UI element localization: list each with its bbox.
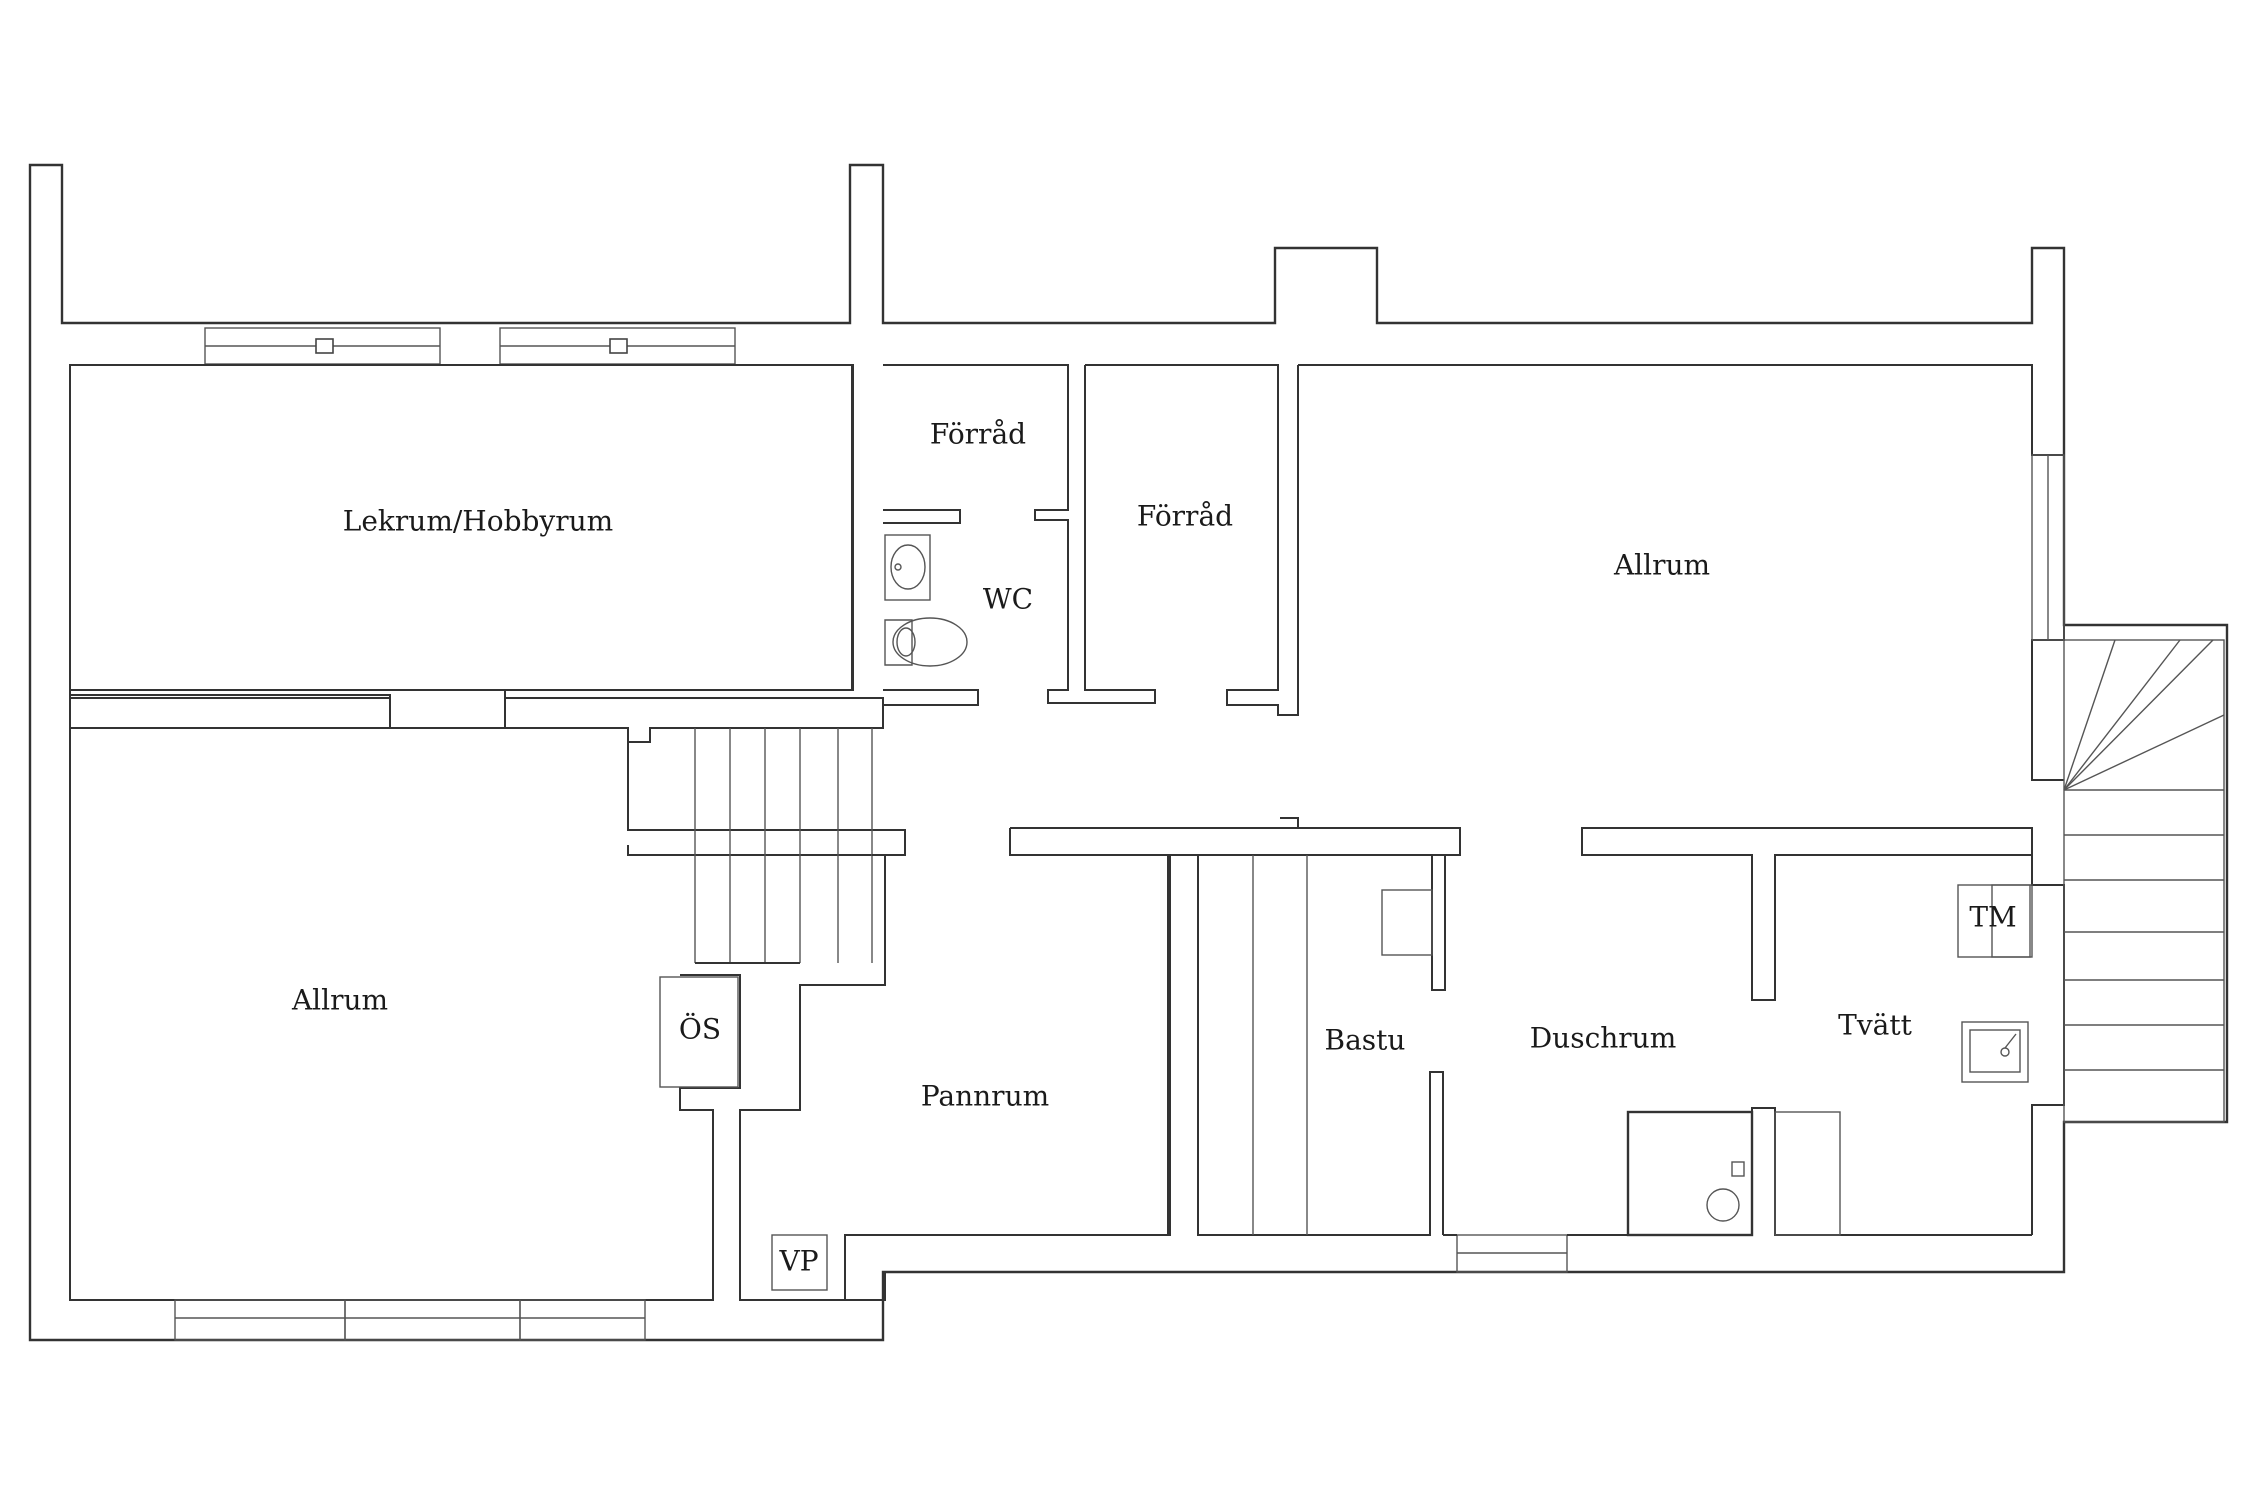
label-pannrum: Pannrum [921, 1080, 1049, 1113]
pannrum-walls [771, 828, 1169, 1300]
label-vp: VP [778, 1245, 818, 1278]
label-wc: WC [983, 583, 1033, 616]
interior-walls [69, 364, 2065, 1273]
label-allrum-ne: Allrum [1613, 549, 1710, 582]
os-unit [659, 976, 739, 1088]
outer-walls [28, 163, 2229, 1342]
staircase-right [2063, 639, 2225, 1123]
label-duschrum: Duschrum [1530, 1022, 1677, 1055]
label-tvatt: Tvätt [1838, 1009, 1912, 1042]
allrum-sw-walls [69, 728, 714, 1341]
wc-fixtures [884, 534, 968, 667]
window-top-left [204, 327, 736, 365]
label-forrad-2: Förråd [1137, 500, 1233, 533]
room-labels: Lekrum/Hobbyrum Förråd Förråd WC Allrum … [291, 418, 2017, 1278]
staircase-center [627, 728, 906, 1301]
label-lekrum-hobbyrum: Lekrum/Hobbyrum [343, 505, 613, 538]
label-allrum-sw: Allrum [291, 984, 388, 1017]
label-bastu: Bastu [1325, 1024, 1406, 1057]
label-os: ÖS [679, 1012, 721, 1046]
label-forrad-1: Förråd [930, 418, 1026, 451]
label-tm: TM [1969, 901, 2016, 934]
